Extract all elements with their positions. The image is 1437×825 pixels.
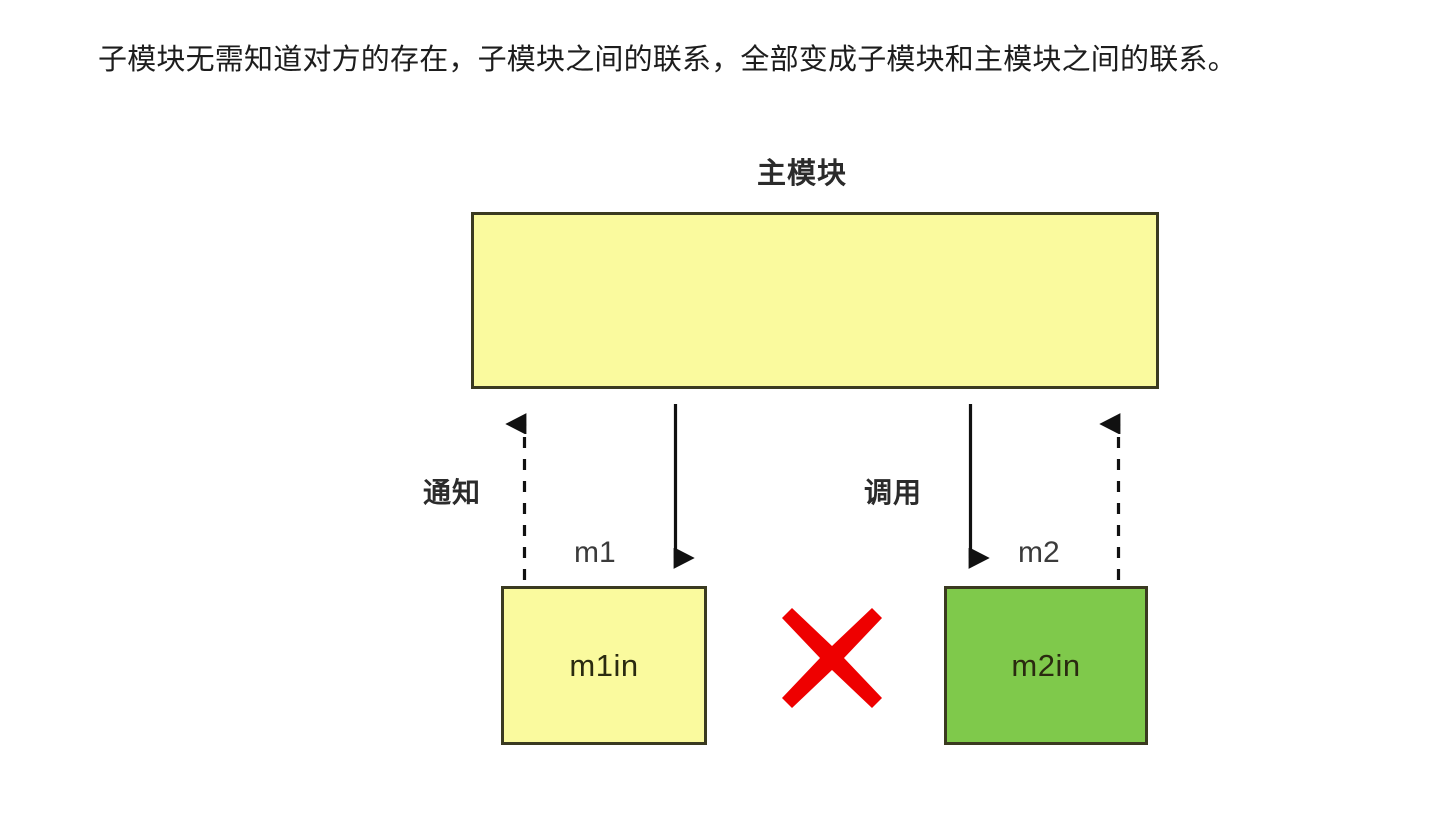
m2-label: m2 <box>1018 536 1060 569</box>
page-caption: 子模块无需知道对方的存在，子模块之间的联系，全部变成子模块和主模块之间的联系。 <box>98 44 1237 76</box>
edge-label-invoke: 调用 <box>864 477 923 508</box>
main-module-label: 主模块 <box>757 158 848 190</box>
edge-label-notify: 通知 <box>423 477 482 508</box>
main-module-box[interactable] <box>471 212 1159 389</box>
m2-module-box-text: m2in <box>1011 647 1081 683</box>
m1-label: m1 <box>574 536 616 569</box>
m1-module-box[interactable]: m1in <box>501 586 707 745</box>
m1-module-box-text: m1in <box>569 647 639 683</box>
m2-module-box[interactable]: m2in <box>944 586 1148 745</box>
red-cross-icon <box>782 608 882 708</box>
